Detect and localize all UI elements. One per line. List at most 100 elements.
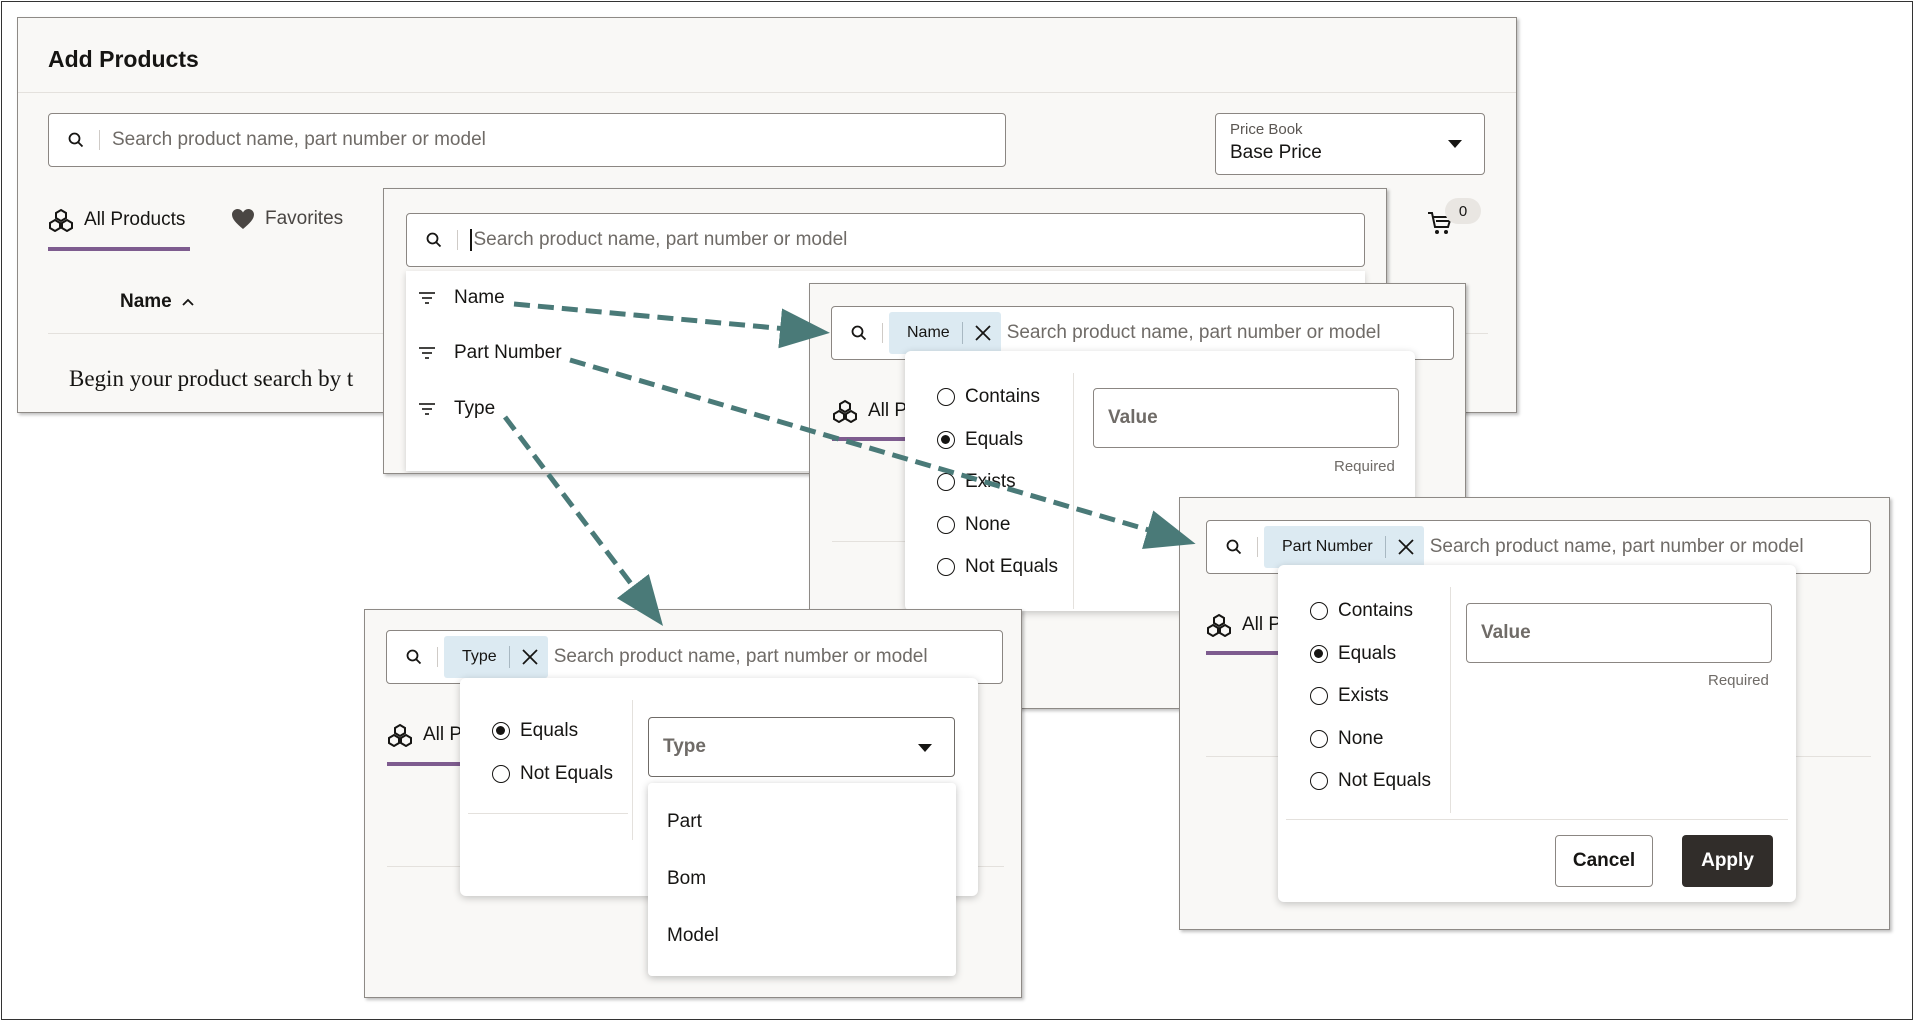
search-separator: [882, 323, 883, 343]
radio-contains[interactable]: Contains: [1310, 600, 1413, 622]
radio-label: None: [965, 514, 1011, 535]
tab-label: All P: [423, 724, 463, 745]
radio-equals[interactable]: Equals: [937, 429, 1023, 451]
radio-exists[interactable]: Exists: [1310, 685, 1389, 707]
radio-not-equals[interactable]: Not Equals: [937, 556, 1058, 578]
apply-button[interactable]: Apply: [1682, 835, 1773, 887]
radio-button: [937, 388, 955, 406]
radio-label: Contains: [965, 386, 1040, 407]
main-search-input[interactable]: Search product name, part number or mode…: [48, 113, 1006, 167]
chip-separator: [508, 646, 510, 668]
price-book-select[interactable]: Price Book Base Price: [1215, 113, 1485, 175]
part-number-operator-popup: Contains Equals Exists None Not Equals V…: [1278, 565, 1796, 902]
value-input[interactable]: Value: [1093, 388, 1399, 448]
dropdown-item-part[interactable]: Part: [667, 811, 702, 832]
dropdown-item-bom[interactable]: Bom: [667, 868, 707, 889]
required-hint: Required: [1334, 458, 1395, 475]
divider: [468, 813, 628, 814]
dropdown-item-model[interactable]: Model: [667, 925, 719, 946]
filter-search-input[interactable]: Search product name, part number or mode…: [406, 213, 1365, 267]
filter-icon: [419, 292, 435, 304]
close-icon[interactable]: [1398, 539, 1414, 555]
filter-chip-type[interactable]: Type: [444, 636, 548, 678]
radio-button-selected: [1310, 645, 1328, 663]
search-icon: [399, 649, 429, 665]
tab-all-products[interactable]: All P: [387, 723, 462, 747]
radio-none[interactable]: None: [1310, 728, 1383, 750]
filter-chip-name[interactable]: Name: [889, 312, 1001, 354]
required-hint: Required: [1708, 672, 1769, 689]
vertical-divider: [632, 700, 633, 840]
part-number-filter-panel: Part Number Search product name, part nu…: [1179, 497, 1890, 930]
filter-option-part-number[interactable]: Part Number: [418, 342, 562, 364]
radio-button: [937, 473, 955, 491]
type-filter-panel: Type Search product name, part number or…: [364, 609, 1022, 998]
tab-all-products[interactable]: All Products: [48, 208, 185, 232]
radio-equals[interactable]: Equals: [492, 720, 578, 742]
search-placeholder: Search product name, part number or mode…: [1429, 536, 1804, 557]
vertical-divider: [1450, 587, 1451, 813]
tab-label: All P: [1242, 614, 1282, 635]
filter-option-label: Part Number: [454, 342, 562, 363]
type-search-input[interactable]: Type Search product name, part number or…: [386, 630, 1003, 684]
tab-favorites[interactable]: Favorites: [231, 208, 343, 230]
radio-button: [1310, 772, 1328, 790]
close-icon[interactable]: [975, 325, 991, 341]
radio-button-selected: [492, 722, 510, 740]
radio-exists[interactable]: Exists: [937, 471, 1016, 493]
search-separator: [437, 647, 438, 667]
price-book-label: Price Book: [1230, 121, 1303, 138]
filter-option-name[interactable]: Name: [418, 287, 505, 309]
chevron-down-icon: [1448, 140, 1462, 148]
text-cursor: [470, 229, 472, 251]
cart-button[interactable]: 0: [1423, 198, 1493, 248]
radio-equals[interactable]: Equals: [1310, 643, 1396, 665]
cubes-icon: [1207, 613, 1231, 637]
header-divider: [18, 92, 1516, 93]
chevron-down-icon: [918, 744, 932, 752]
chip-separator: [961, 322, 963, 344]
column-header-name[interactable]: Name: [120, 291, 194, 313]
tab-favorites-label: Favorites: [265, 208, 344, 229]
tab-all-products[interactable]: All P: [1206, 613, 1281, 637]
price-book-value: Base Price: [1230, 142, 1322, 163]
tab-active-underline: [387, 762, 487, 766]
radio-none[interactable]: None: [937, 514, 1010, 536]
radio-label: Not Equals: [520, 763, 613, 784]
radio-label: Not Equals: [965, 556, 1058, 577]
page-title: Add Products: [48, 46, 199, 72]
tab-active-underline: [48, 247, 190, 251]
cubes-icon: [49, 208, 73, 232]
chip-separator: [1384, 536, 1386, 558]
radio-button: [937, 516, 955, 534]
chip-label: Part Number: [1282, 538, 1373, 555]
tab-all-products[interactable]: All P: [832, 399, 907, 423]
search-separator: [457, 230, 458, 250]
radio-not-equals[interactable]: Not Equals: [492, 763, 613, 785]
filter-icon: [419, 403, 435, 415]
filter-icon: [419, 347, 435, 359]
radio-not-equals[interactable]: Not Equals: [1310, 770, 1431, 792]
column-name-label: Name: [120, 291, 172, 312]
filter-option-label: Name: [454, 287, 505, 308]
radio-label: Equals: [520, 720, 579, 741]
type-select[interactable]: Type: [648, 717, 955, 777]
filter-option-type[interactable]: Type: [418, 398, 495, 420]
value-input[interactable]: Value: [1466, 603, 1772, 663]
select-placeholder: Type: [663, 736, 706, 757]
value-placeholder: Value: [1481, 622, 1531, 643]
search-placeholder: Search product name, part number or mode…: [473, 229, 848, 250]
close-icon[interactable]: [522, 649, 538, 665]
cancel-button[interactable]: Cancel: [1555, 835, 1653, 887]
type-dropdown-list: Part Bom Model: [648, 783, 956, 976]
cubes-icon: [833, 399, 857, 423]
cart-count-badge: 0: [1445, 198, 1481, 224]
tab-all-products-label: All Products: [84, 209, 186, 230]
filter-chip-part-number[interactable]: Part Number: [1264, 526, 1424, 568]
radio-contains[interactable]: Contains: [937, 386, 1040, 408]
radio-label: None: [1338, 728, 1384, 749]
radio-label: Equals: [965, 429, 1024, 450]
vertical-divider: [1073, 373, 1074, 609]
search-icon: [844, 325, 874, 341]
radio-button: [1310, 687, 1328, 705]
